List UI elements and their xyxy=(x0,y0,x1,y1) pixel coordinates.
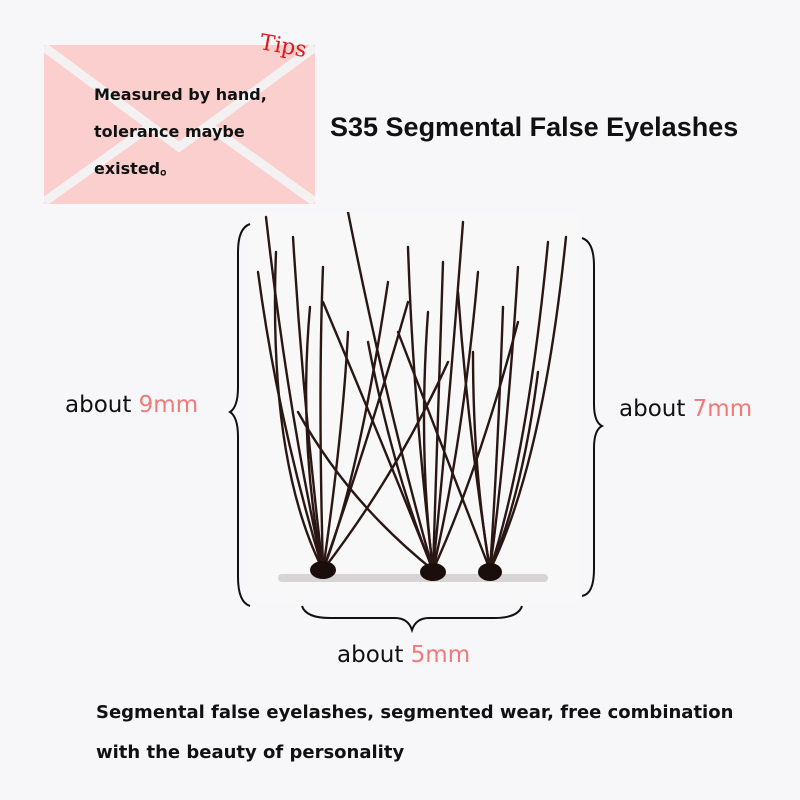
height-right-measurement: about 7mm xyxy=(619,396,752,422)
tips-line: existed。 xyxy=(94,159,177,178)
tips-line: tolerance maybe xyxy=(94,122,245,141)
measurement-value: 7mm xyxy=(692,396,753,422)
caption-line: Segmental false eyelashes, segmented wea… xyxy=(96,702,734,723)
tips-line: Measured by hand, xyxy=(94,85,267,104)
tips-card xyxy=(44,45,315,204)
measurement-value: 5mm xyxy=(410,642,471,668)
measurement-prefix: about xyxy=(619,396,693,422)
product-title: S35 Segmental False Eyelashes xyxy=(330,112,739,142)
product-caption: Segmental false eyelashes, segmented wea… xyxy=(96,693,733,773)
caption-line: with the beauty of personality xyxy=(96,742,405,763)
measurement-prefix: about xyxy=(337,642,411,668)
right-brace-icon xyxy=(581,237,604,597)
width-measurement: about 5mm xyxy=(337,642,470,668)
tips-note: Measured by hand, tolerance maybe existe… xyxy=(94,76,309,187)
bottom-brace-icon xyxy=(301,605,523,634)
measurement-value: 9mm xyxy=(138,392,199,418)
left-brace-icon xyxy=(228,223,251,607)
envelope-icon xyxy=(44,45,315,204)
eyelash-cluster-image xyxy=(248,212,578,602)
height-left-measurement: about 9mm xyxy=(65,392,198,418)
measurement-prefix: about xyxy=(65,392,139,418)
